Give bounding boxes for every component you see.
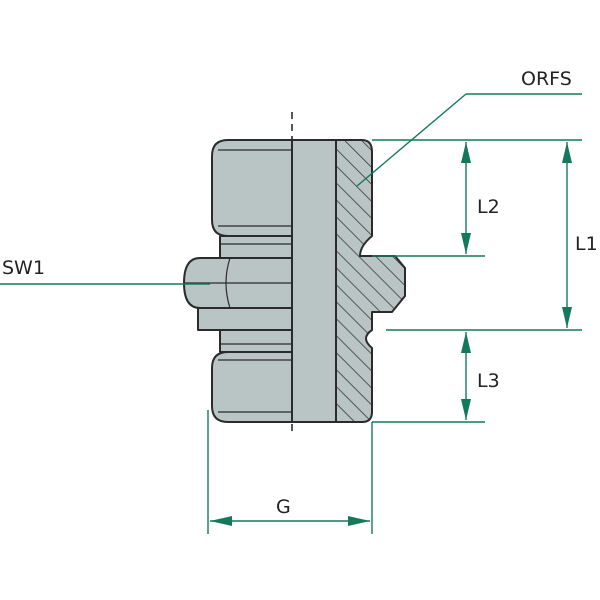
sw1-label: SW1 bbox=[2, 257, 45, 279]
l2-arrow-bottom bbox=[461, 233, 471, 254]
l1-arrow-top bbox=[562, 142, 572, 163]
lower-flange bbox=[197, 307, 293, 331]
l3-arrow-bottom bbox=[461, 399, 471, 420]
hex-chamfer bbox=[225, 257, 231, 309]
section-hatch-wall bbox=[335, 139, 406, 423]
g-arrow-left bbox=[210, 516, 232, 526]
fitting-exterior-view bbox=[183, 139, 293, 423]
l1-arrow-bottom bbox=[562, 307, 572, 328]
l2-label: L2 bbox=[477, 196, 500, 218]
upper-neck bbox=[219, 235, 293, 259]
lower-thread-body bbox=[211, 351, 293, 423]
fitting-section-view bbox=[291, 139, 406, 423]
l3-arrow-top bbox=[461, 332, 471, 353]
g-arrow-right bbox=[348, 516, 370, 526]
upper-thread-body bbox=[211, 139, 293, 237]
dimension-arrows bbox=[210, 142, 572, 526]
bore bbox=[291, 139, 337, 423]
l3-label: L3 bbox=[477, 370, 500, 392]
l2-arrow-top bbox=[461, 142, 471, 163]
g-label: G bbox=[276, 496, 291, 518]
orfs-leader bbox=[356, 93, 467, 187]
sw1-label-backing bbox=[0, 254, 46, 280]
lower-neck bbox=[219, 329, 293, 353]
l1-label: L1 bbox=[575, 233, 598, 255]
orfs-label: ORFS bbox=[521, 68, 572, 90]
